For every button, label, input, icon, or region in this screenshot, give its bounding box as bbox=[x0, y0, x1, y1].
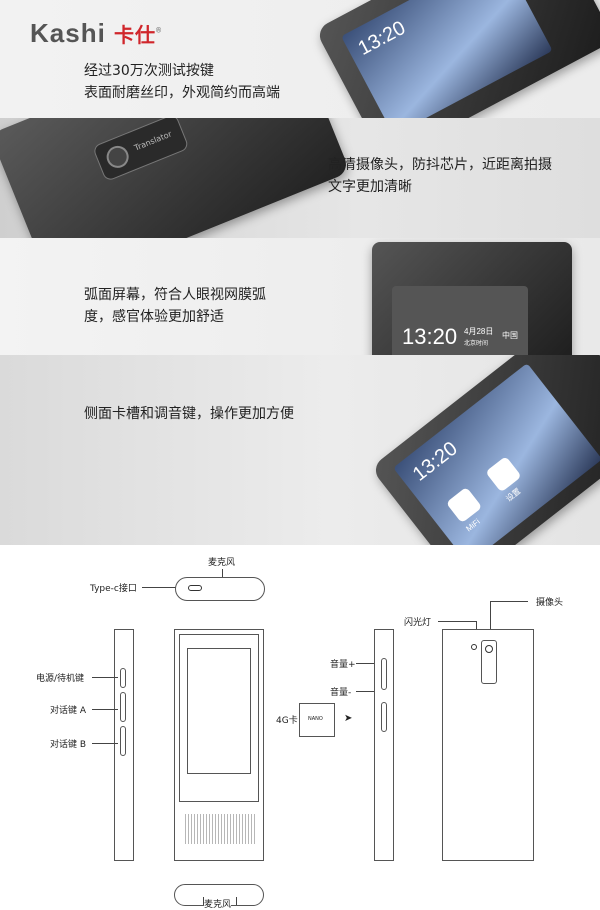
diagram-section: 麦克风 Type-c接口 电源/待机键 对话键 A 对话键 B 4G卡 NANO… bbox=[0, 545, 600, 910]
label-vol-up: 音量+ bbox=[330, 660, 356, 670]
flash-icon bbox=[471, 644, 477, 650]
feature-section-buttons: Kashi 卡仕® 经过30万次测试按键表面耐磨丝印，外观简约而高端 13:20 bbox=[0, 0, 600, 118]
label-talk-b: 对话键 B bbox=[50, 740, 87, 750]
top-view bbox=[175, 577, 265, 601]
brand-logo: Kashi 卡仕® bbox=[30, 18, 163, 48]
speaker-grille bbox=[185, 814, 255, 844]
label-bottom-mic: 麦克风 bbox=[204, 897, 232, 910]
insert-arrow-icon: ➤ bbox=[344, 713, 353, 724]
left-side-view bbox=[114, 629, 134, 861]
back-view bbox=[442, 629, 534, 861]
camera-lens-icon bbox=[103, 142, 132, 172]
feature-section-camera: Translator 高清摄像头，防抖芯片，近距离拍摄文字更加清晰 bbox=[0, 118, 600, 238]
device-photo: 13:20 bbox=[315, 0, 600, 118]
feature-section-side: 侧面卡槽和调音键，操作更加方便 13:20 MiFi 设置 bbox=[0, 355, 600, 545]
camera-icon bbox=[481, 640, 497, 684]
label-top-mic: 麦克风 bbox=[208, 558, 236, 568]
device-angle-photo: 13:20 MiFi 设置 bbox=[370, 355, 600, 545]
label-power: 电源/待机键 bbox=[36, 674, 85, 684]
sim-tray: NANO bbox=[299, 703, 335, 737]
feature-text: 高清摄像头，防抖芯片，近距离拍摄文字更加清晰 bbox=[328, 157, 552, 195]
label-vol-down: 音量- bbox=[330, 688, 352, 698]
camera-module: Translator bbox=[91, 118, 190, 183]
label-talk-a: 对话键 A bbox=[50, 706, 87, 716]
label-type-c: Type-c接口 bbox=[90, 584, 137, 594]
label-camera: 摄像头 bbox=[536, 598, 564, 608]
front-view bbox=[174, 629, 264, 861]
label-sim: 4G卡 bbox=[276, 716, 298, 726]
device-back-photo: Translator bbox=[0, 118, 351, 238]
label-flash: 闪光灯 bbox=[404, 618, 432, 628]
feature-text: 弧面屏幕，符合人眼视网膜弧度，感官体验更加舒适 bbox=[84, 287, 266, 325]
feature-section-screen: 弧面屏幕，符合人眼视网膜弧度，感官体验更加舒适 13:20 4月28日 北京时间… bbox=[0, 238, 600, 355]
right-side-view bbox=[374, 629, 394, 861]
usb-c-port-icon bbox=[188, 585, 202, 591]
feature-text: 经过30万次测试按键表面耐磨丝印，外观简约而高端 bbox=[84, 63, 280, 101]
feature-text: 侧面卡槽和调音键，操作更加方便 bbox=[84, 406, 294, 422]
device-front-photo: 13:20 4月28日 北京时间 中国 bbox=[372, 242, 572, 355]
